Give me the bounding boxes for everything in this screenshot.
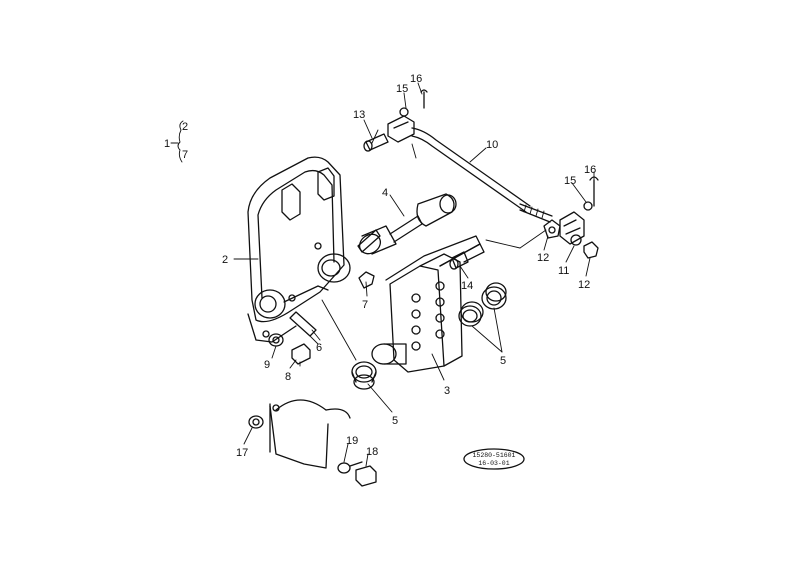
- bracket-plate: [247, 156, 351, 343]
- callout-11: 11: [558, 265, 569, 277]
- stamp-line-2: 16-03-01: [478, 460, 509, 467]
- right-clevis: [485, 176, 599, 259]
- callout-5-lower: 5: [392, 415, 398, 427]
- small-fitting: [358, 271, 375, 297]
- drawing-stamp: 15280-51601 16-03-01: [463, 448, 525, 470]
- callout-10: 10: [486, 139, 498, 151]
- callout-16-right: 16: [584, 164, 596, 176]
- callout-3: 3: [444, 385, 450, 397]
- bushing-right-a: [458, 301, 484, 327]
- callout-7: 7: [362, 299, 368, 311]
- callout-7-group: 7: [182, 149, 188, 161]
- clevis-pin: [363, 129, 389, 152]
- callout-8: 8: [285, 371, 291, 383]
- control-rod: [411, 127, 553, 223]
- callout-12-right: 12: [578, 279, 590, 291]
- shaft: [357, 193, 457, 255]
- callout-2-group: 2: [182, 121, 188, 133]
- callout-5-right: 5: [500, 355, 506, 367]
- callout-18: 18: [366, 446, 378, 458]
- callout-13: 13: [353, 109, 365, 121]
- callout-12-left: 12: [537, 252, 549, 264]
- pin-6: [289, 311, 319, 345]
- callout-15-right: 15: [564, 175, 576, 187]
- lower-bracket: [248, 399, 377, 487]
- group-bracket: [170, 120, 184, 163]
- stamp-line-1: 15280-51601: [473, 452, 516, 459]
- leader-lines: [233, 82, 595, 467]
- callout-15-upper: 15: [396, 83, 408, 95]
- callout-14: 14: [461, 280, 473, 292]
- callout-4: 4: [382, 187, 388, 199]
- callout-9: 9: [264, 359, 270, 371]
- link-arm: [371, 235, 485, 373]
- callout-17: 17: [236, 447, 248, 459]
- bolt-14: [449, 251, 469, 270]
- bushing-right-b: [481, 282, 507, 310]
- bushing-left: [351, 361, 377, 390]
- callout-1: 1: [164, 138, 170, 150]
- callout-6: 6: [316, 342, 322, 354]
- callout-numbers: 1 2 7 2 4 7 13 15 16 10 15 16 12 11 12 1…: [164, 73, 596, 459]
- callout-2: 2: [222, 254, 228, 266]
- callout-16-upper: 16: [410, 73, 422, 85]
- callout-19: 19: [346, 435, 358, 447]
- bolt-8: [291, 343, 311, 367]
- upper-clevis: [387, 89, 428, 143]
